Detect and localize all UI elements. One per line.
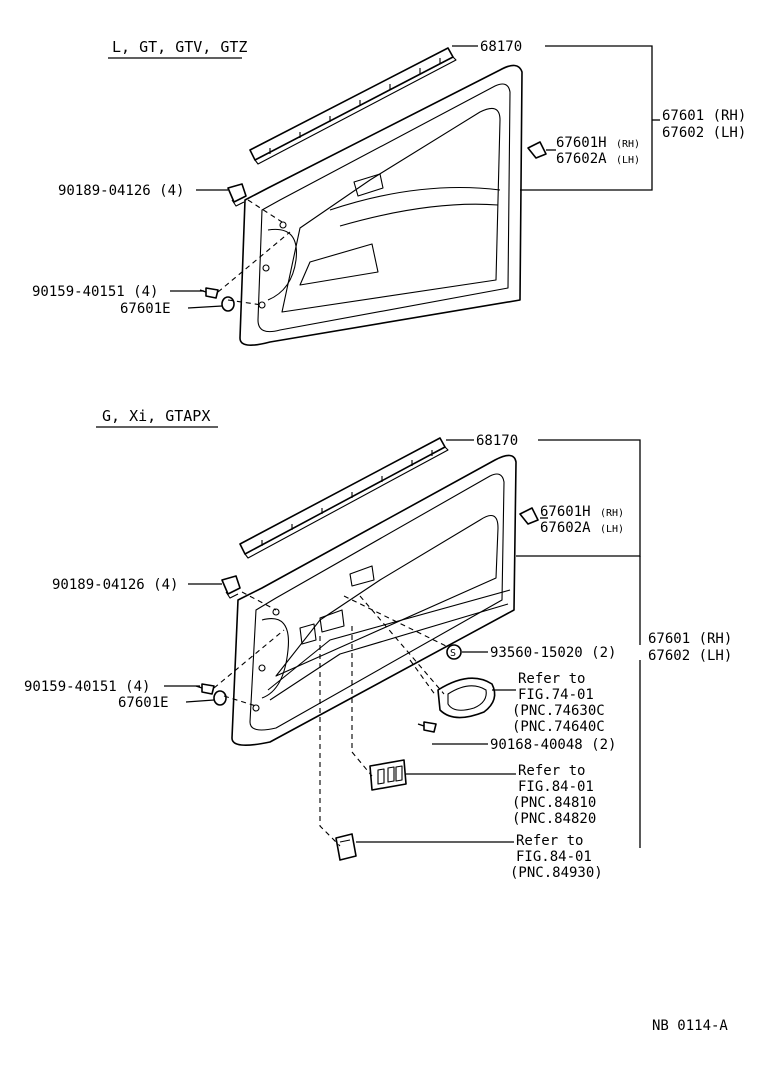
label-67601e-a: 67601E	[120, 301, 171, 317]
weatherstrip-b	[239, 437, 449, 559]
header-a: L, GT, GTV, GTZ	[112, 38, 247, 56]
svg-text:FIG.84-01: FIG.84-01	[518, 779, 594, 795]
svg-text:(PNC.74630C: (PNC.74630C	[512, 703, 605, 719]
clip-90189-a	[227, 183, 247, 207]
label-68170-b: 68170	[476, 433, 518, 449]
label-67601h-a: 67601H	[556, 135, 607, 151]
label-90159-b: 90159-40151 (4)	[24, 679, 150, 695]
diagram-a: L, GT, GTV, GTZ	[32, 38, 746, 346]
power-window-switch-b	[369, 759, 407, 791]
svg-text:Refer to: Refer to	[516, 833, 583, 849]
label-67602a-a: 67602A	[556, 151, 607, 167]
clip-93560-b: S	[446, 644, 462, 660]
label-67601h-b: 67601H	[540, 504, 591, 520]
door-panel-a	[239, 64, 523, 346]
svg-text:Refer to: Refer to	[518, 763, 585, 779]
handle-bezel-b	[437, 677, 496, 719]
label-67602-b: 67602 (LH)	[648, 648, 732, 664]
label-90168-b: 90168-40048 (2)	[490, 737, 616, 753]
cap-67601e-a	[221, 296, 235, 312]
door-panel-b	[231, 454, 517, 746]
svg-text:(PNC.84930): (PNC.84930)	[510, 865, 603, 881]
svg-text:FIG.84-01: FIG.84-01	[516, 849, 592, 865]
label-67601-b: 67601 (RH)	[648, 631, 732, 647]
mirror-switch-b	[335, 833, 357, 861]
svg-text:(PNC.74640C: (PNC.74640C	[512, 719, 605, 735]
label-67602a-side-a: (LH)	[616, 155, 640, 166]
cap-67601e-b	[213, 690, 227, 706]
label-67601h-side-a: (RH)	[616, 139, 640, 150]
label-67601-a: 67601 (RH)	[662, 108, 746, 124]
clip-67601h-a	[527, 141, 547, 159]
figure-code: NB 0114-A	[652, 1018, 728, 1034]
svg-text:S: S	[450, 648, 456, 659]
screw-90159-a	[199, 287, 219, 299]
label-67602a-side-b: (LH)	[600, 524, 624, 535]
screw-90159-b	[195, 683, 215, 695]
label-90189-b: 90189-04126 (4)	[52, 577, 178, 593]
ref-note-74-01: Refer to FIG.74-01 (PNC.74630C (PNC.7464…	[512, 671, 605, 735]
ref-note-84-01-b: Refer to FIG.84-01 (PNC.84930)	[510, 833, 603, 881]
weatherstrip-a	[249, 47, 457, 165]
ref-note-84-01-a: Refer to FIG.84-01 (PNC.84810 (PNC.84820	[512, 763, 596, 827]
label-90159-a: 90159-40151 (4)	[32, 284, 158, 300]
label-67602a-b: 67602A	[540, 520, 591, 536]
svg-text:(PNC.84810: (PNC.84810	[512, 795, 596, 811]
label-93560-b: 93560-15020 (2)	[490, 645, 616, 661]
screw-90168-b	[417, 721, 437, 733]
label-67601e-b: 67601E	[118, 695, 169, 711]
diagram-b: G, Xi, GTAPX	[24, 407, 732, 881]
label-67601h-side-b: (RH)	[600, 508, 624, 519]
header-b: G, Xi, GTAPX	[102, 407, 210, 425]
label-68170-a: 68170	[480, 39, 522, 55]
clip-67601h-b	[519, 507, 539, 525]
clip-90189-b	[221, 575, 241, 599]
label-90189-a: 90189-04126 (4)	[58, 183, 184, 199]
svg-text:(PNC.84820: (PNC.84820	[512, 811, 596, 827]
svg-text:Refer to: Refer to	[518, 671, 585, 687]
label-67602-a: 67602 (LH)	[662, 125, 746, 141]
svg-text:FIG.74-01: FIG.74-01	[518, 687, 594, 703]
